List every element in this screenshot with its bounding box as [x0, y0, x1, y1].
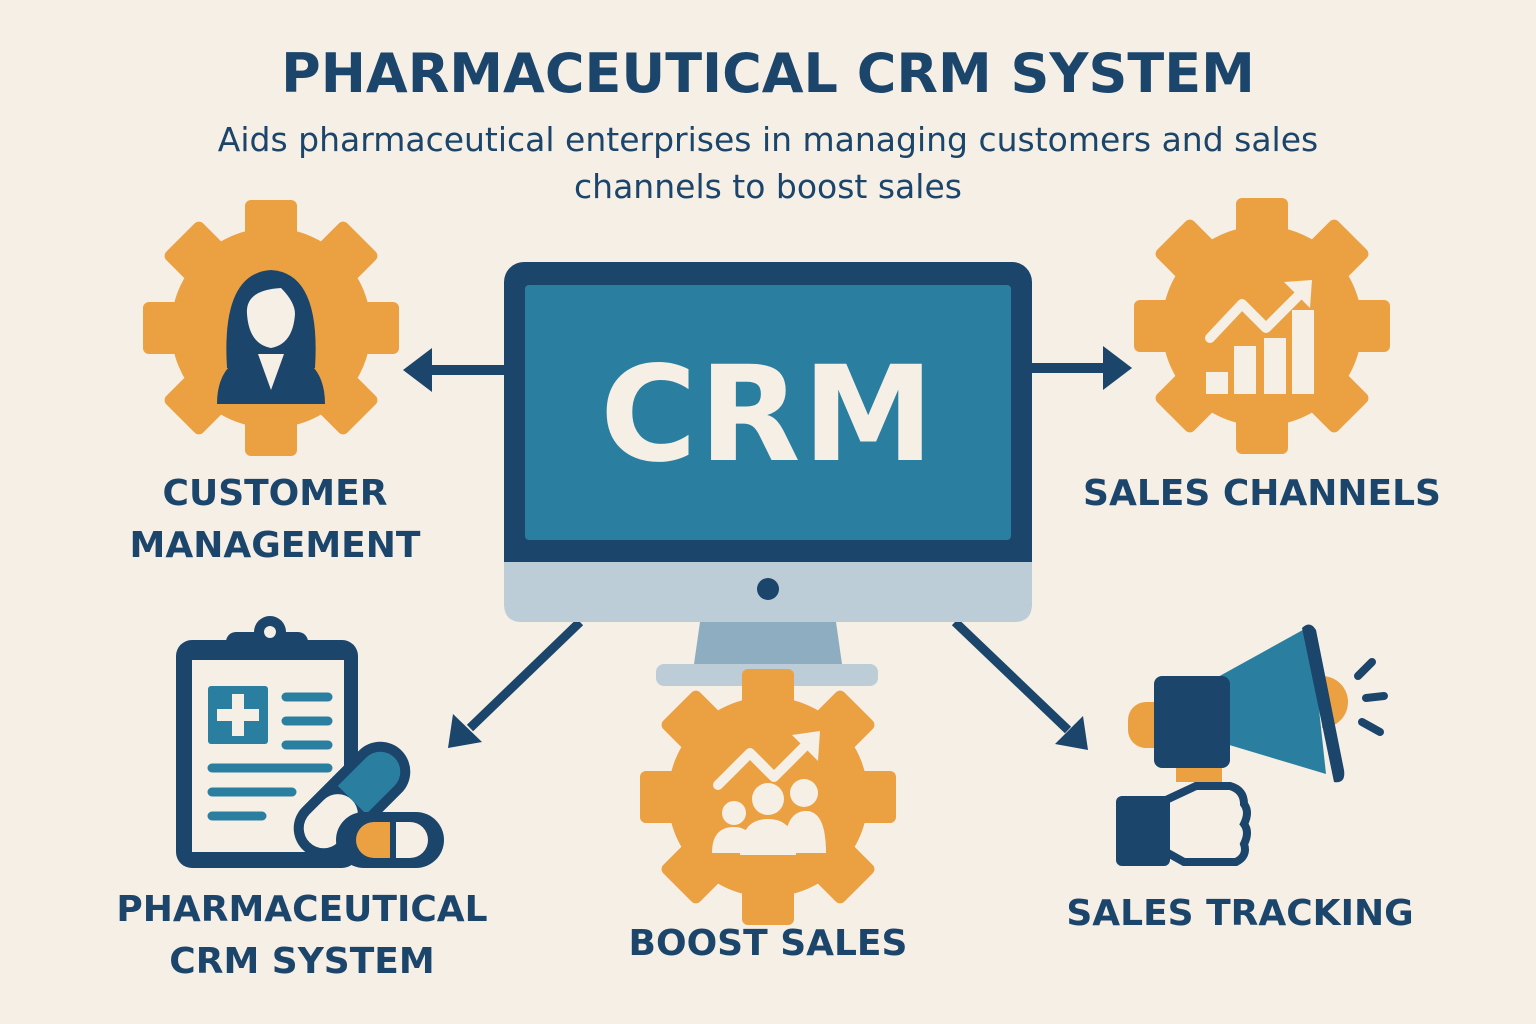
arrow-to-sales-tracking [951, 618, 1088, 750]
arrow-to-customer-management [403, 348, 505, 392]
label-sales-tracking: SALES TRACKING [1066, 893, 1414, 934]
label-boost-sales: BOOST SALES [628, 923, 908, 964]
label-sales-channels: SALES CHANNELS [1083, 473, 1441, 514]
gear-chart-icon [1134, 198, 1390, 454]
arrow-to-sales-channels [1030, 346, 1132, 390]
clipboard-pills-icon [176, 616, 444, 868]
arrow-to-pharma-crm [448, 618, 584, 748]
gear-team-growth-icon [640, 669, 896, 925]
page-title: PHARMACEUTICAL CRM SYSTEM [281, 42, 1255, 105]
page-subtitle: Aids pharmaceutical enterprises in manag… [217, 120, 1319, 206]
gear-person-icon [143, 200, 399, 456]
label-customer-management: CUSTOMER MANAGEMENT [129, 473, 421, 566]
monitor-icon [504, 262, 1032, 686]
label-pharmaceutical-crm-system: PHARMACEUTICAL CRM SYSTEM [116, 889, 488, 982]
megaphone-icon [1116, 624, 1388, 866]
monitor-screen-text: CRM [600, 338, 936, 492]
